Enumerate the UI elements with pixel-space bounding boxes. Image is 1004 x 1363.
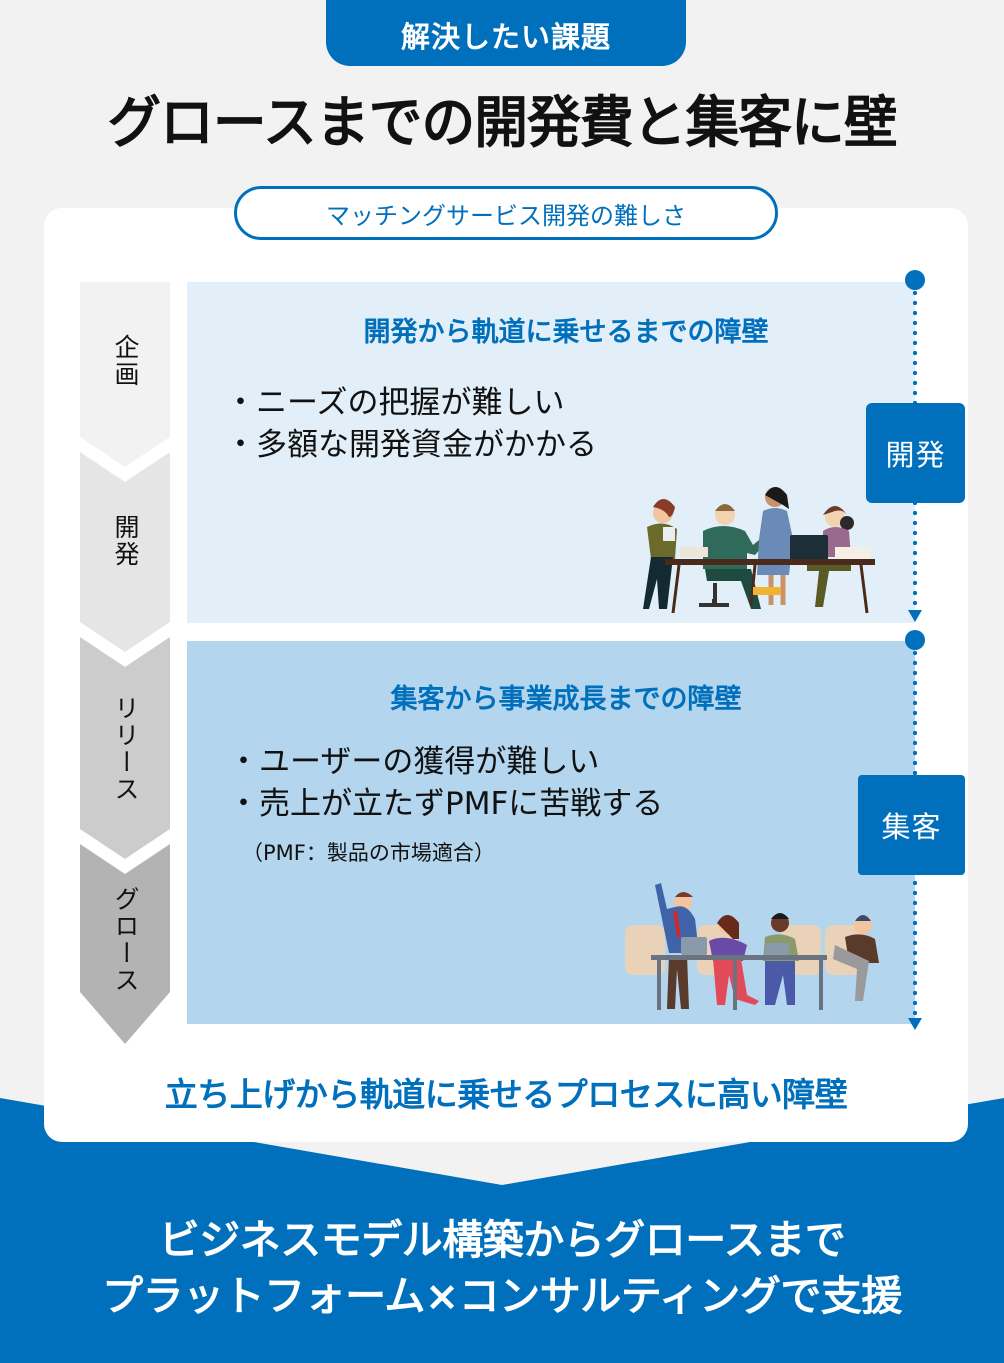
arrow-down-icon: [908, 1018, 922, 1030]
desk: [665, 559, 875, 565]
books-icon: [680, 547, 708, 557]
phase-badge-acquisition: 集客: [858, 775, 965, 875]
stage-development: 開発: [80, 452, 170, 652]
timeline-start-dot: [905, 630, 925, 650]
list-item: ユーザーの獲得が難しい: [240, 741, 663, 783]
page-headline: グロースまでの開発費と集客に壁: [107, 91, 897, 156]
panel-title: 集客から事業成長までの障壁: [390, 684, 742, 715]
man-seated-figure: [699, 504, 769, 609]
list-item: ニーズの把握が難しい: [237, 382, 597, 424]
timeline-start-dot: [905, 270, 925, 290]
list-item: 売上が立たずPMFに苦戦する: [240, 783, 663, 825]
solution-cta: ビジネスモデル構築からグロースまで プラットフォーム×コンサルティングで支援: [0, 1212, 1004, 1324]
business-discussion-illustration: [625, 883, 879, 1010]
stage-label: 企画: [111, 334, 140, 388]
stage-label: 開発: [111, 514, 140, 568]
phase-badge-development: 開発: [866, 403, 965, 503]
card-subtitle-pill: マッチングサービス開発の難しさ: [234, 186, 778, 240]
woman-standing-center-figure: [757, 487, 793, 605]
man-relaxed-figure: [833, 915, 879, 1001]
cta-line-1: ビジネスモデル構築からグロースまで: [158, 1216, 846, 1264]
papers-icon: [835, 547, 871, 559]
barrier-list: ユーザーの獲得が難しい 売上が立たずPMFに苦戦する: [240, 741, 663, 825]
list-item: 多額な開発資金がかかる: [237, 424, 597, 466]
problem-tag: 解決したい課題: [326, 0, 686, 66]
table: [651, 955, 827, 960]
stage-planning: 企画: [80, 282, 170, 467]
arrow-down-icon: [908, 610, 922, 622]
stage-label: リリース: [111, 695, 140, 803]
barrier-list: ニーズの把握が難しい 多額な開発資金がかかる: [237, 382, 597, 466]
man-pointing-figure: [655, 883, 699, 1009]
woman-standing-figure: [643, 499, 677, 609]
stage-release: リリース: [80, 637, 170, 859]
laptop-icon: [790, 535, 828, 561]
stage-label: グロース: [111, 886, 140, 994]
panel-title: 開発から軌道に乗せるまでの障壁: [363, 317, 769, 348]
team-meeting-illustration: [643, 487, 875, 614]
pmf-note: （PMF：製品の市場適合）: [242, 841, 495, 865]
cta-line-2: プラットフォーム×コンサルティングで支援: [102, 1272, 902, 1320]
conclusion-text: 立ち上げから軌道に乗せるプロセスに高い障壁: [164, 1075, 848, 1114]
development-barrier-panel: 開発から軌道に乗せるまでの障壁 ニーズの把握が難しい 多額な開発資金がかかる: [187, 282, 915, 623]
